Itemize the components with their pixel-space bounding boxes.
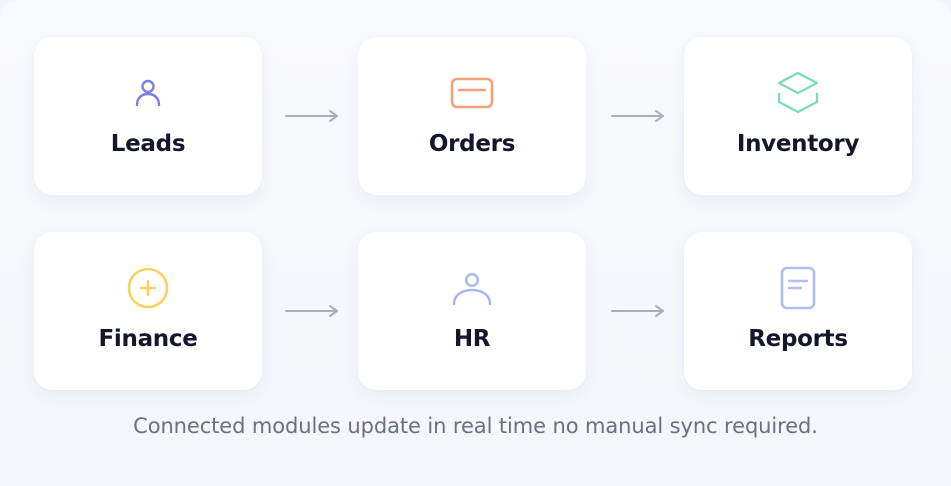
caption-text: Connected modules update in real time no… — [133, 414, 818, 438]
user-icon — [124, 69, 172, 117]
module-label-leads: Leads — [110, 131, 186, 157]
module-card-inventory[interactable]: Inventory — [684, 37, 912, 195]
document-icon — [774, 264, 822, 312]
module-card-orders[interactable]: Orders — [358, 37, 586, 195]
layers-icon — [774, 69, 822, 117]
module-label-finance: Finance — [98, 326, 198, 352]
arrow-right-icon — [285, 110, 338, 122]
module-label-reports: Reports — [748, 326, 848, 352]
arrow-right-icon — [611, 110, 664, 122]
arrow-right-icon — [611, 305, 664, 317]
card-icon — [448, 69, 496, 117]
plus-circle-icon — [124, 264, 172, 312]
module-label-inventory: Inventory — [736, 131, 860, 157]
module-label-orders: Orders — [428, 131, 516, 157]
module-card-leads[interactable]: Leads — [34, 37, 262, 195]
module-card-hr[interactable]: HR — [358, 232, 586, 390]
module-card-reports[interactable]: Reports — [684, 232, 912, 390]
module-label-hr: HR — [453, 326, 491, 352]
user-icon — [448, 264, 496, 312]
module-card-finance[interactable]: Finance — [34, 232, 262, 390]
arrow-right-icon — [285, 305, 338, 317]
